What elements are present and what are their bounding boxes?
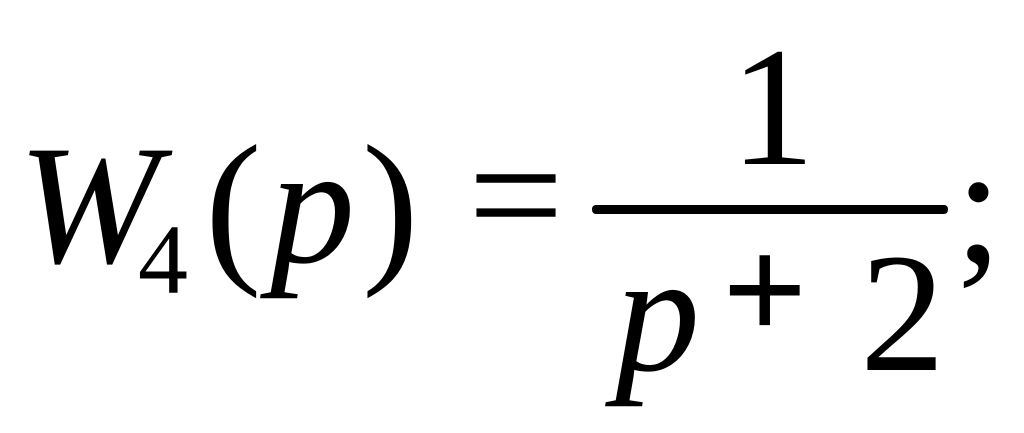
open-parenthesis: ( (205, 111, 262, 299)
equals-sign: = (468, 101, 564, 289)
function-argument: p (270, 111, 355, 299)
function-subscript: 4 (138, 204, 188, 315)
function-symbol: W (18, 111, 160, 299)
denominator-constant: 2 (860, 219, 945, 407)
denominator-variable: p (615, 219, 700, 407)
denominator-operator: + (722, 207, 808, 373)
close-parenthesis: ) (362, 111, 419, 299)
fraction-bar (592, 205, 948, 214)
fraction-numerator: 1 (730, 13, 815, 201)
semicolon: ; (955, 111, 1003, 299)
